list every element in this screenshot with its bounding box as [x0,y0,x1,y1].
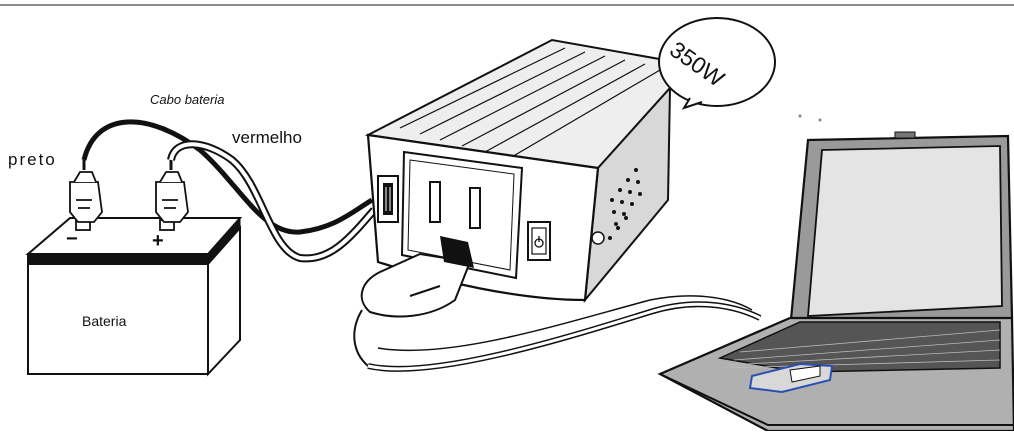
positive-terminal-label: + [152,230,164,253]
dot [819,119,822,122]
battery [28,218,240,374]
usb-port-icon [378,176,398,222]
battery-label: Bateria [82,313,126,329]
dot [799,115,802,118]
power-switch-icon [528,222,550,260]
red-cable-label: vermelho [232,128,302,148]
laptop [660,132,1014,431]
black-cable [84,122,372,232]
negative-terminal-label: − [66,228,78,251]
black-cable-label: preto [8,150,57,170]
cable-label: Cabo bateria [150,92,224,107]
